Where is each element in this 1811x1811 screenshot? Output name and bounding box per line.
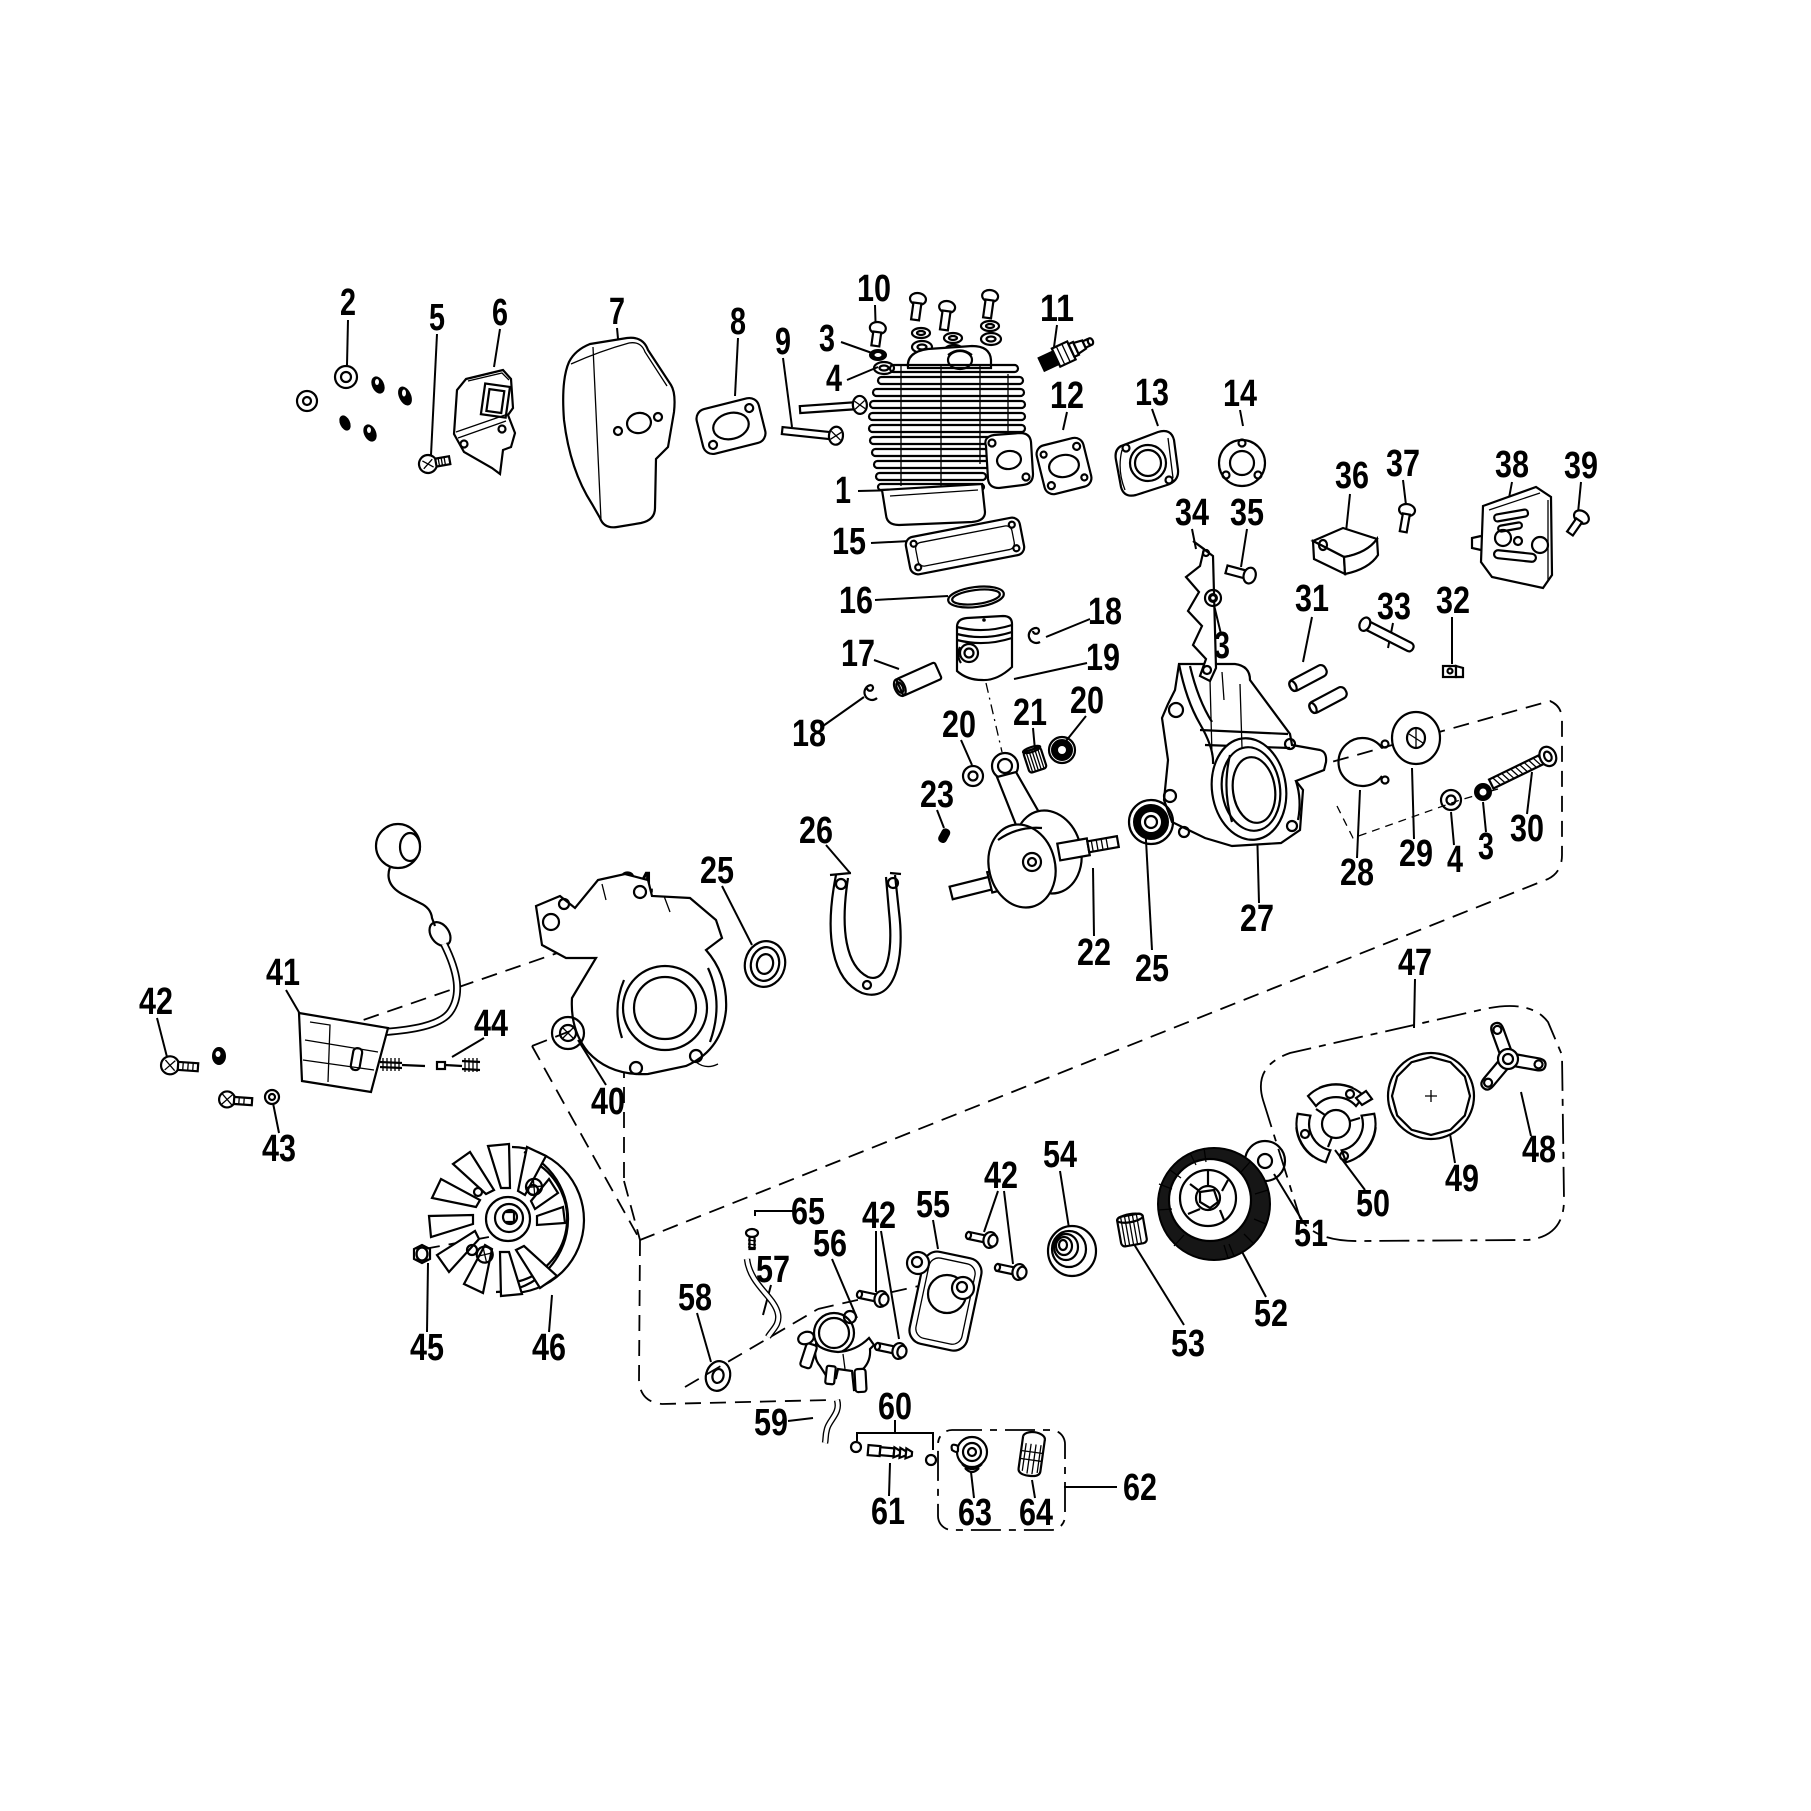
svg-text:21: 21 — [1013, 692, 1047, 734]
svg-text:29: 29 — [1399, 833, 1433, 875]
svg-text:55: 55 — [916, 1184, 950, 1226]
svg-text:43: 43 — [262, 1128, 296, 1170]
svg-text:48: 48 — [1522, 1129, 1556, 1171]
svg-text:36: 36 — [1335, 455, 1369, 497]
svg-text:5: 5 — [429, 297, 445, 339]
svg-text:3: 3 — [819, 318, 835, 360]
svg-text:51: 51 — [1294, 1213, 1328, 1255]
svg-text:38: 38 — [1495, 444, 1529, 486]
svg-text:64: 64 — [1019, 1492, 1053, 1534]
svg-text:59: 59 — [754, 1402, 788, 1444]
svg-text:9: 9 — [775, 321, 791, 363]
svg-text:27: 27 — [1240, 898, 1274, 940]
svg-text:39: 39 — [1564, 445, 1598, 487]
svg-text:42: 42 — [139, 981, 173, 1023]
svg-text:3: 3 — [1214, 625, 1230, 667]
svg-text:62: 62 — [1123, 1467, 1157, 1509]
svg-text:37: 37 — [1386, 443, 1420, 485]
svg-text:46: 46 — [532, 1327, 566, 1369]
svg-text:13: 13 — [1135, 372, 1169, 414]
svg-text:50: 50 — [1356, 1183, 1390, 1225]
svg-text:20: 20 — [1070, 680, 1104, 722]
svg-text:17: 17 — [841, 633, 875, 675]
svg-text:6: 6 — [492, 292, 508, 334]
svg-text:23: 23 — [920, 774, 954, 816]
svg-text:34: 34 — [1175, 492, 1209, 534]
svg-text:56: 56 — [813, 1223, 847, 1265]
svg-text:18: 18 — [1088, 591, 1122, 633]
svg-text:11: 11 — [1040, 288, 1074, 330]
svg-text:31: 31 — [1295, 578, 1329, 620]
svg-text:14: 14 — [1223, 373, 1257, 415]
svg-text:22: 22 — [1077, 932, 1111, 974]
svg-text:1: 1 — [835, 470, 851, 512]
svg-text:26: 26 — [799, 810, 833, 852]
svg-text:32: 32 — [1436, 580, 1470, 622]
svg-text:53: 53 — [1171, 1323, 1205, 1365]
svg-text:25: 25 — [700, 850, 734, 892]
svg-text:40: 40 — [591, 1081, 625, 1123]
svg-text:65: 65 — [791, 1191, 825, 1233]
svg-text:12: 12 — [1050, 375, 1084, 417]
svg-text:33: 33 — [1377, 586, 1411, 628]
svg-text:49: 49 — [1445, 1158, 1479, 1200]
svg-text:61: 61 — [871, 1491, 905, 1533]
svg-text:60: 60 — [878, 1386, 912, 1428]
svg-text:28: 28 — [1340, 852, 1374, 894]
svg-text:42: 42 — [862, 1195, 896, 1237]
svg-text:47: 47 — [1398, 942, 1432, 984]
svg-text:42: 42 — [984, 1155, 1018, 1197]
svg-text:4: 4 — [1447, 839, 1463, 881]
svg-text:63: 63 — [958, 1492, 992, 1534]
svg-text:58: 58 — [678, 1277, 712, 1319]
svg-text:16: 16 — [839, 580, 873, 622]
svg-text:2: 2 — [340, 282, 356, 324]
svg-text:45: 45 — [410, 1327, 444, 1369]
svg-text:19: 19 — [1086, 637, 1120, 679]
svg-text:18: 18 — [792, 713, 826, 755]
svg-text:35: 35 — [1230, 492, 1264, 534]
svg-text:7: 7 — [609, 291, 625, 333]
svg-text:10: 10 — [857, 268, 891, 310]
svg-text:30: 30 — [1510, 808, 1544, 850]
svg-text:20: 20 — [942, 704, 976, 746]
svg-text:15: 15 — [832, 521, 866, 563]
svg-text:54: 54 — [1043, 1134, 1077, 1176]
svg-text:25: 25 — [1135, 948, 1169, 990]
svg-text:44: 44 — [474, 1003, 508, 1045]
svg-text:3: 3 — [1478, 826, 1494, 868]
svg-text:52: 52 — [1254, 1293, 1288, 1335]
svg-text:41: 41 — [266, 952, 300, 994]
svg-text:8: 8 — [730, 301, 746, 343]
svg-text:4: 4 — [826, 358, 842, 400]
